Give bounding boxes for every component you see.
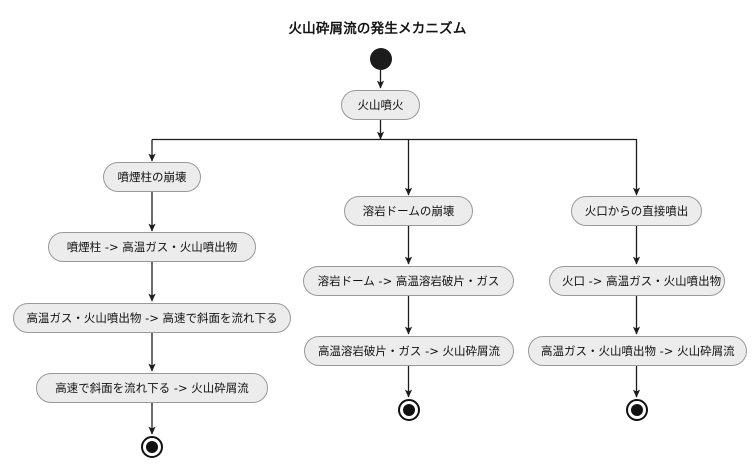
node-left-step-3[interactable]: 高温ガス・火山噴出物 -> 高速で斜面を流れ下る xyxy=(13,303,291,333)
node-left-step-1[interactable]: 噴煙柱の崩壊 xyxy=(103,162,201,192)
start-node xyxy=(369,48,392,70)
node-left-step-4[interactable]: 高速で斜面を流れ下る -> 火山砕屑流 xyxy=(36,373,268,403)
end-node-right xyxy=(626,399,648,421)
node-eruption-root[interactable]: 火山噴火 xyxy=(341,90,420,120)
node-middle-step-2[interactable]: 溶岩ドーム -> 高温溶岩破片・ガス xyxy=(303,266,514,296)
end-node-left xyxy=(141,436,163,458)
node-middle-step-1[interactable]: 溶岩ドームの崩壊 xyxy=(344,196,473,226)
node-left-step-2[interactable]: 噴煙柱 -> 高温ガス・火山噴出物 xyxy=(48,232,256,262)
end-node-middle xyxy=(398,399,420,421)
node-right-step-1[interactable]: 火口からの直接噴出 xyxy=(571,196,702,226)
node-right-step-2[interactable]: 火口 -> 高温ガス・火山噴出物 xyxy=(549,266,725,296)
node-middle-step-3[interactable]: 高温溶岩破片・ガス -> 火山砕屑流 xyxy=(304,336,514,366)
page-title: 火山砕屑流の発生メカニズム xyxy=(288,21,467,37)
node-right-step-3[interactable]: 高温ガス・火山噴出物 -> 火山砕屑流 xyxy=(528,336,747,366)
